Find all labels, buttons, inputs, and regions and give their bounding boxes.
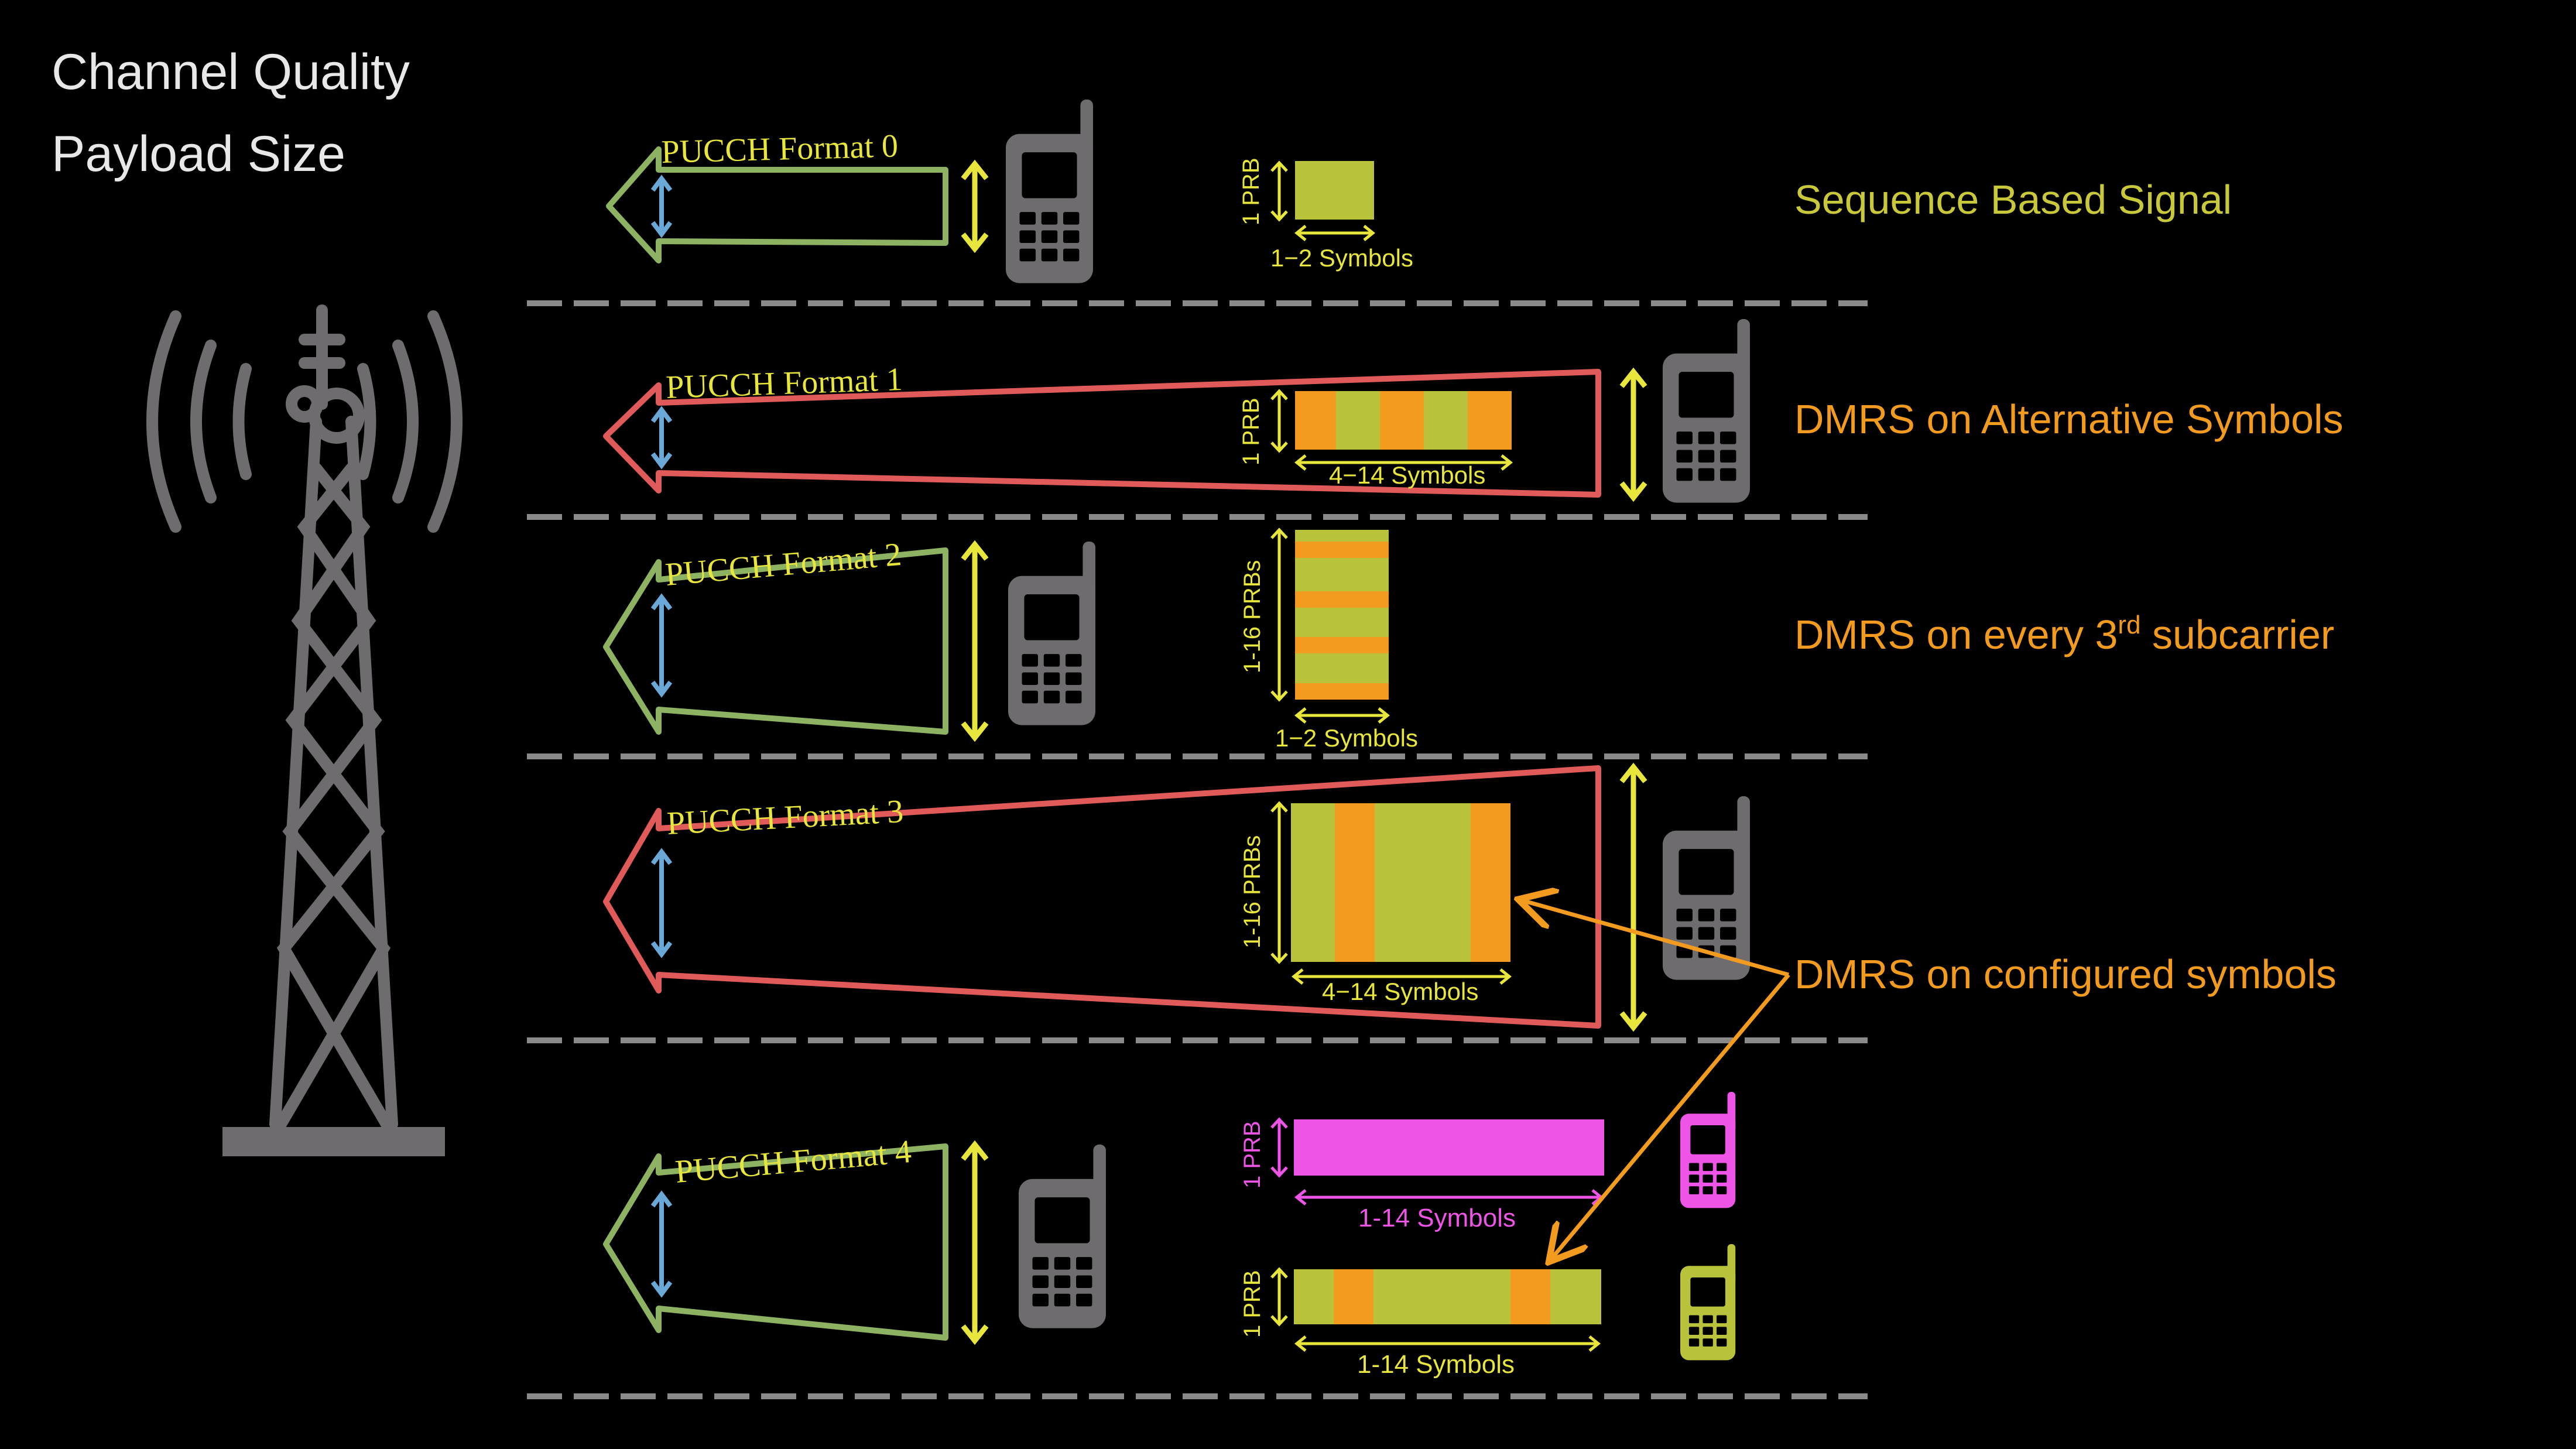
dmrs-configured-annotation: DMRS on configured symbols xyxy=(1522,900,2337,1259)
format-0-description: Sequence Based Signal xyxy=(1794,177,2232,222)
format-4-prb-label-a: 1 PRB xyxy=(1239,1121,1265,1188)
legend-channel-quality: Channel Quality xyxy=(52,44,410,100)
format-2-description: DMRS on every 3rd subcarrier xyxy=(1794,611,2334,657)
format-1-description: DMRS on Alternative Symbols xyxy=(1794,396,2344,442)
mobile-phone-icon xyxy=(1006,100,1093,283)
format-0-symbols-label: 1−2 Symbols xyxy=(1270,244,1413,272)
legend-payload-size: Payload Size xyxy=(52,126,345,182)
format-1-symbols-label: 4−14 Symbols xyxy=(1329,461,1485,489)
format-1-resource-block xyxy=(1295,391,1512,450)
format-1-beam xyxy=(603,369,1601,498)
format-4-resource-block-a xyxy=(1294,1119,1604,1176)
format-2-beam xyxy=(603,547,948,735)
format-4-title: PUCCH Format 4 xyxy=(674,1133,913,1190)
format-1-row: PUCCH Format 1 1 PRB 4−14 Symbols DMRS o… xyxy=(603,319,2344,503)
format-3-title: PUCCH Format 3 xyxy=(666,793,904,842)
format-3-resource-block xyxy=(1291,803,1510,962)
mobile-phone-icon xyxy=(1663,319,1750,503)
mobile-phone-icon xyxy=(1008,542,1095,725)
format-2-symbols-label: 1−2 Symbols xyxy=(1275,724,1418,752)
format-4-symbols-label-b: 1-14 Symbols xyxy=(1357,1350,1515,1379)
format-2-prb-label: 1-16 PRBs xyxy=(1239,560,1265,673)
format-2-row: PUCCH Format 2 1-16 PRBs 1−2 Symbols DMR… xyxy=(603,527,2334,752)
mobile-phone-icon xyxy=(1680,1244,1736,1361)
format-3-beam xyxy=(603,765,1601,1029)
format-4-prb-label-b: 1 PRB xyxy=(1239,1270,1265,1338)
format-1-title: PUCCH Format 1 xyxy=(665,361,903,406)
format-0-prb-label: 1 PRB xyxy=(1238,157,1264,225)
dmrs-configured-label: DMRS on configured symbols xyxy=(1794,951,2337,997)
format-2-resource-block xyxy=(1295,530,1389,700)
format-0-title: PUCCH Format 0 xyxy=(661,128,899,170)
format-3-row: PUCCH Format 3 1-16 PRBs 4−14 Symbols xyxy=(603,762,1750,1032)
format-1-prb-label: 1 PRB xyxy=(1238,398,1264,465)
format-3-symbols-label: 4−14 Symbols xyxy=(1322,978,1478,1005)
format-4-beam xyxy=(603,1143,948,1341)
format-3-prb-label: 1-16 PRBs xyxy=(1239,835,1265,948)
format-0-beam xyxy=(606,146,948,263)
mobile-phone-icon xyxy=(1680,1092,1736,1208)
mobile-phone-icon xyxy=(1019,1145,1106,1328)
format-4-resource-block-b xyxy=(1294,1269,1601,1324)
format-0-resource-block xyxy=(1295,161,1374,220)
format-4-row: PUCCH Format 4 1 PRB 1-14 Symbols 1 PRB xyxy=(603,1092,1736,1379)
format-2-title: PUCCH Format 2 xyxy=(664,536,903,593)
row-separators xyxy=(527,300,1868,1399)
cell-tower-icon xyxy=(146,304,463,1156)
format-0-row: PUCCH Format 0 1 PRB 1−2 Symbols Sequenc… xyxy=(606,100,2232,283)
format-4-symbols-label-a: 1-14 Symbols xyxy=(1358,1204,1516,1232)
